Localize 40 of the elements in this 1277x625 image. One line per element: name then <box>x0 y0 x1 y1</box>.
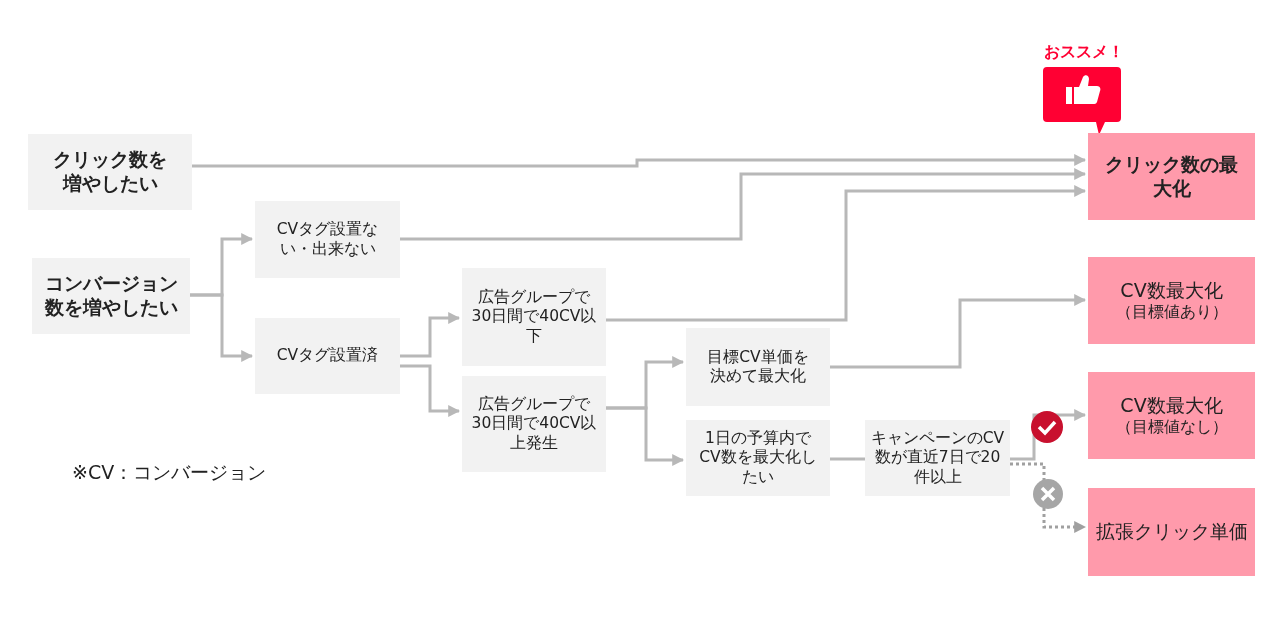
node-text: 1日の予算内でCV数を最大化したい <box>698 428 818 488</box>
recommend-label: おススメ！ <box>1044 42 1124 63</box>
node-text: 広告グループで30日間で40CV以下 <box>471 287 597 347</box>
connector-line <box>830 457 865 461</box>
condition-box <box>255 318 400 394</box>
node-text: キャンペーンのCV数が直近7日で20件以上 <box>870 428 1005 488</box>
node-text: クリック数を増やしたい <box>52 148 168 196</box>
condition-box <box>462 376 606 472</box>
result-box <box>1088 257 1255 344</box>
arrow <box>400 364 461 417</box>
node-text: コンバージョン数を増やしたい <box>43 272 179 320</box>
node-subtext: （目標値あり） <box>1114 302 1229 323</box>
result-box <box>1088 133 1255 220</box>
node-text: 目標CV単価を決めて最大化 <box>706 347 810 387</box>
condition-box <box>686 420 830 496</box>
condition-box <box>865 420 1010 496</box>
arrow <box>830 294 1087 369</box>
result-box <box>1088 488 1255 576</box>
node-text: クリック数の最大化 <box>1104 152 1239 201</box>
condition-box <box>32 258 190 334</box>
node-subtext: （目標値なし） <box>1114 417 1229 438</box>
arrow <box>190 293 254 362</box>
arrow <box>192 154 1087 168</box>
condition-box <box>686 328 830 406</box>
arrow <box>606 406 685 466</box>
arrow <box>400 168 1087 241</box>
arrow <box>606 185 1087 322</box>
node-text: CV数最大化 <box>1119 393 1224 418</box>
condition-box <box>28 134 192 210</box>
dotted-arrow <box>1010 462 1087 533</box>
arrow <box>400 312 461 358</box>
node-text: CVタグ設置済 <box>275 346 380 366</box>
node-text: 拡張クリック単価 <box>1094 520 1249 544</box>
condition-box <box>462 268 606 366</box>
node-text: 広告グループで30日間で40CV以上発生 <box>471 394 597 454</box>
node-text: CVタグ設置ない・出来ない <box>275 220 380 259</box>
footnote: ※CV：コンバージョン <box>72 460 267 485</box>
condition-box <box>255 201 400 278</box>
result-box <box>1088 372 1255 459</box>
node-text: CV数最大化 <box>1119 278 1224 303</box>
